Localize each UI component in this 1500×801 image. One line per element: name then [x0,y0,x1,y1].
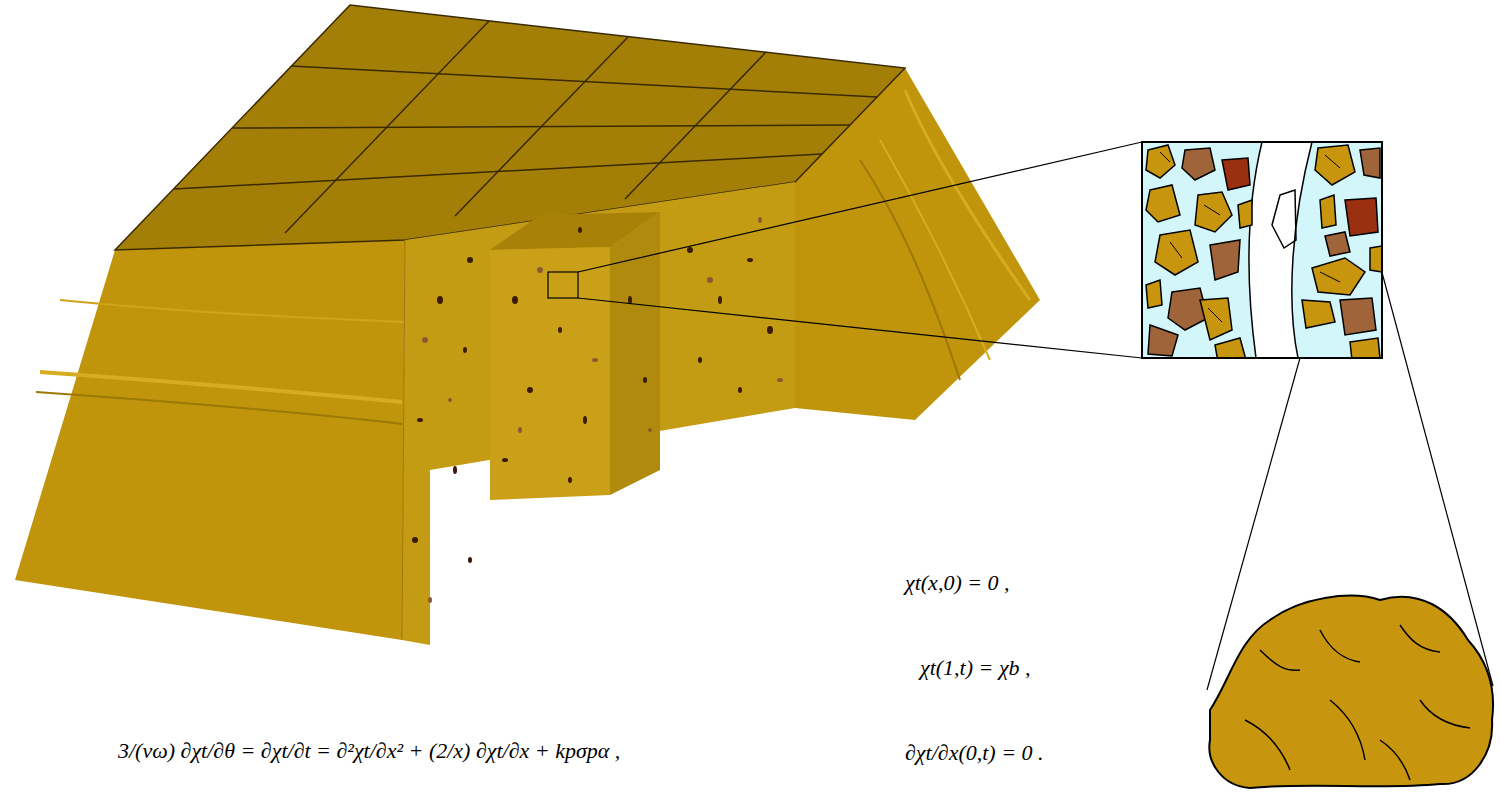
heap-part-part [463,347,467,353]
pore-zoom-part-part [1360,148,1380,178]
heap-part-part [512,296,518,304]
equation: 3/(νω) ∂χt/∂θ = ∂χt/∂t = ∂²χt/∂x² + (2/x… [118,738,620,764]
pore-zoom-part [1146,142,1382,358]
heap [15,5,1040,645]
pore-zoom-part-part [1350,338,1380,358]
zoom-leader-lines-part [578,298,1142,358]
heap-part-part [738,387,742,393]
equation: χt(x,0) = 0 , [905,570,1010,596]
heap-part [422,217,783,603]
zoom-leader-lines-part [578,142,1142,272]
pore-zoom-part [1142,142,1382,358]
pore-zoom-part-part [1182,148,1215,180]
heap-part-part [592,358,598,362]
heap-part [548,272,578,298]
heap-part-part [417,418,423,422]
heap-part-part [437,296,443,304]
particle-part-part [1400,625,1440,652]
heap-part-part [718,296,722,304]
heap-part-part [455,37,628,216]
heap-part-part [625,52,766,199]
heap-part-part [502,458,508,462]
heap-part [402,240,405,640]
heap-part-part [448,398,452,402]
pore-zoom-part-part [1215,338,1246,358]
heap-part-part [527,387,533,393]
equation: χt(1,t) = χb , [920,655,1031,681]
pore-zoom-part-part [1210,240,1240,280]
equation: ∂χt/∂x(0,t) = 0 . [905,740,1044,766]
heap-part [40,372,402,402]
heap-part-part [698,357,702,363]
pore-zoom-part-part [1155,230,1198,275]
particle-part-part [1260,650,1300,670]
heap-part-part [758,217,762,223]
heap-part [36,392,402,424]
heap-part [905,90,1030,300]
heap-part-part [537,267,543,273]
heap-part-part [468,557,472,563]
pore-zoom-part-part [1320,195,1336,228]
particle-part-part [1420,700,1470,728]
heap-part-part [747,258,753,262]
heap-part-part [648,428,652,432]
heap-part [490,247,610,500]
particle-part-part [1245,720,1290,770]
heap-part [15,240,405,640]
pore-zoom-part-part [1312,258,1365,295]
pore-zoom-part-part [1160,152,1340,322]
pore-zoom-part-part [1345,198,1378,236]
heap-part-part [707,277,713,283]
particle-part [1245,625,1470,780]
heap-part-part [453,466,457,474]
particle-part-part [1330,700,1365,760]
heap-part-part [518,427,522,433]
heap-part [402,182,795,645]
heap-part [60,300,404,322]
heap-part-part [428,597,432,603]
particle-part-part [1320,630,1360,662]
pore-zoom-part-part [1302,300,1335,328]
pore-zoom-part-part [1146,185,1180,222]
heap-part [880,140,990,360]
heap-part-part [578,227,582,233]
heap-part-part [767,326,773,334]
particle-part-part [1380,740,1410,780]
particle [1209,596,1493,788]
pore-zoom-part-part [1195,192,1232,232]
heap-part-part [643,377,647,383]
heap-part-part [412,537,418,543]
particle-part [1209,596,1493,788]
pore-zoom-part-part [1148,325,1178,356]
pore-zoom-part-part [1249,142,1312,358]
pore-zoom-part-part [1222,158,1250,190]
heap-part-part [558,327,562,333]
heap-part-part [422,337,428,343]
pore-zoom [1142,142,1382,362]
pore-zoom-part-part [1315,145,1355,185]
heap-part-part [568,477,572,483]
heap-part-part [687,247,693,253]
heap-part-part [583,416,587,424]
pore-zoom-part-part [1370,246,1382,272]
pore-zoom-part [1142,142,1382,358]
heap-part-part [467,257,473,263]
heap-part [412,227,773,563]
pore-zoom-part-part [1238,200,1252,228]
pore-zoom-part-part [1325,232,1350,256]
pore-zoom-part-part [1146,280,1162,308]
pore-zoom-part-part [1146,145,1175,178]
pore-zoom-part-part [1200,298,1232,340]
pore-zoom-part-part [1340,298,1376,335]
heap-part-part [777,378,783,382]
pore-zoom-part-part [1272,190,1296,248]
heap-part-part [285,21,489,233]
